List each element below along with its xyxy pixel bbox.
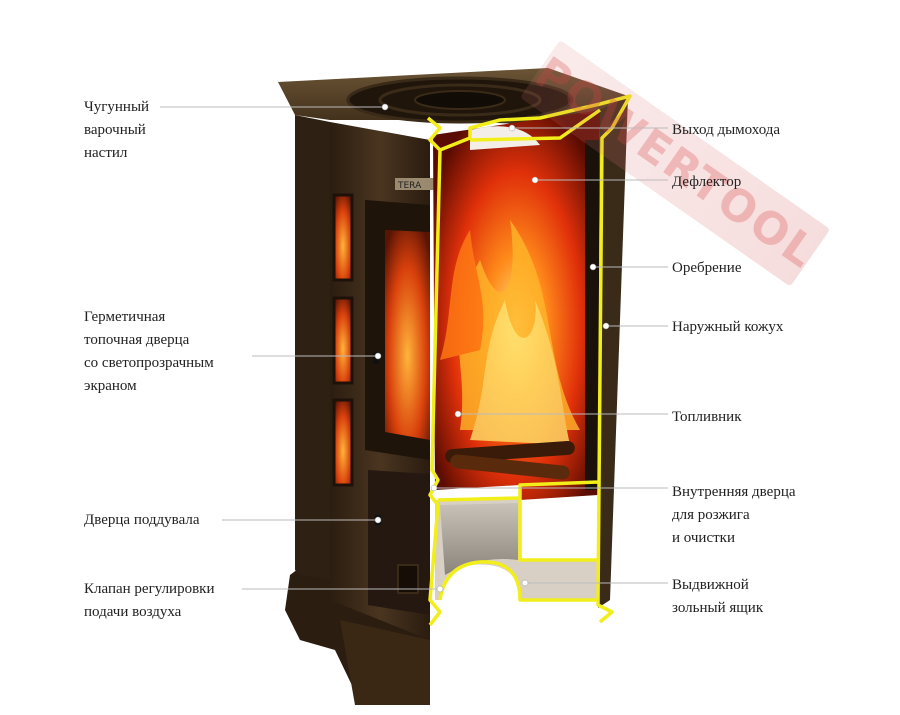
label-ash-drawer: Выдвижной зольный ящик — [672, 574, 763, 620]
brand-plate — [395, 178, 435, 190]
ash-drawer-ash — [440, 503, 518, 575]
label-sealed-firebox-door: Герметичная топочная дверца со светопрозра… — [84, 306, 214, 398]
label-firebox: Топливник — [672, 406, 742, 429]
firebox-door-glass — [385, 230, 430, 440]
cooktop-ring-inner — [378, 83, 542, 117]
label-line: и очистки — [672, 530, 735, 546]
logs — [445, 440, 575, 480]
callout-dot-outer-casing — [602, 322, 610, 330]
outer-casing-section — [598, 96, 628, 608]
label-line: настил — [84, 145, 128, 161]
label-flue-outlet: Выход дымохода — [672, 119, 780, 142]
label-line: Герметичная — [84, 309, 166, 325]
callout-dot-cast-iron-cooktop — [381, 103, 389, 111]
label-ash-pit-door: Дверца поддувала — [84, 509, 200, 532]
label-ribbing: Оребрение — [672, 257, 742, 280]
callout-dot-flue-outlet — [508, 124, 516, 132]
callout-dot-inner-door — [430, 484, 438, 492]
label-outer-casing: Наружный кожух — [672, 316, 783, 339]
air-valve-slider — [397, 564, 419, 594]
ribbing-section — [585, 140, 599, 490]
label-line: Чугунный — [84, 99, 150, 115]
label-line: экраном — [84, 378, 137, 394]
label-line: топочная дверца — [84, 332, 190, 348]
label-line: подачи воздуха — [84, 604, 182, 620]
label-line: Наружный кожух — [672, 319, 784, 335]
label-line: Внутренняя дверца — [672, 484, 796, 500]
label-line: Оребрение — [672, 260, 742, 276]
cutaway-outline — [426, 94, 632, 627]
label-line: Дефлектор — [672, 174, 742, 190]
label-inner-door: Внутренняя дверца для розжига и очистки — [672, 481, 796, 550]
side-window — [332, 296, 354, 385]
callout-dot-ash-pit-door — [374, 516, 382, 524]
callout-dot-ribbing — [589, 263, 597, 271]
label-line: Дверца поддувала — [84, 512, 200, 528]
flames — [440, 220, 580, 445]
label-line: варочный — [84, 122, 146, 138]
label-cast-iron-cooktop: Чугунный варочный настил — [84, 96, 149, 165]
callout-dot-firebox — [454, 410, 462, 418]
side-window — [332, 398, 354, 487]
brand-plate-text: TERA — [397, 181, 422, 191]
callout-dot-air-supply-valve — [436, 585, 444, 593]
label-line: Клапан регулировки — [84, 581, 215, 597]
label-line: Топливник — [672, 409, 742, 425]
label-line: зольный ящик — [672, 600, 764, 616]
side-panel — [295, 115, 330, 580]
callout-dot-sealed-firebox-door — [374, 352, 382, 360]
cooktop-ring-center — [414, 90, 506, 110]
label-line: Выдвижной — [672, 577, 749, 593]
label-line: Выход дымохода — [672, 122, 781, 138]
stove-base-front — [340, 620, 430, 705]
callout-dot-ash-drawer — [521, 579, 529, 587]
label-deflector: Дефлектор — [672, 171, 741, 194]
label-line: для розжига — [672, 507, 750, 523]
side-window — [332, 193, 354, 282]
callout-dot-deflector — [531, 176, 539, 184]
label-air-supply-valve: Клапан регулировки подачи воздуха — [84, 578, 214, 624]
label-line: со светопрозрачным — [84, 355, 214, 371]
